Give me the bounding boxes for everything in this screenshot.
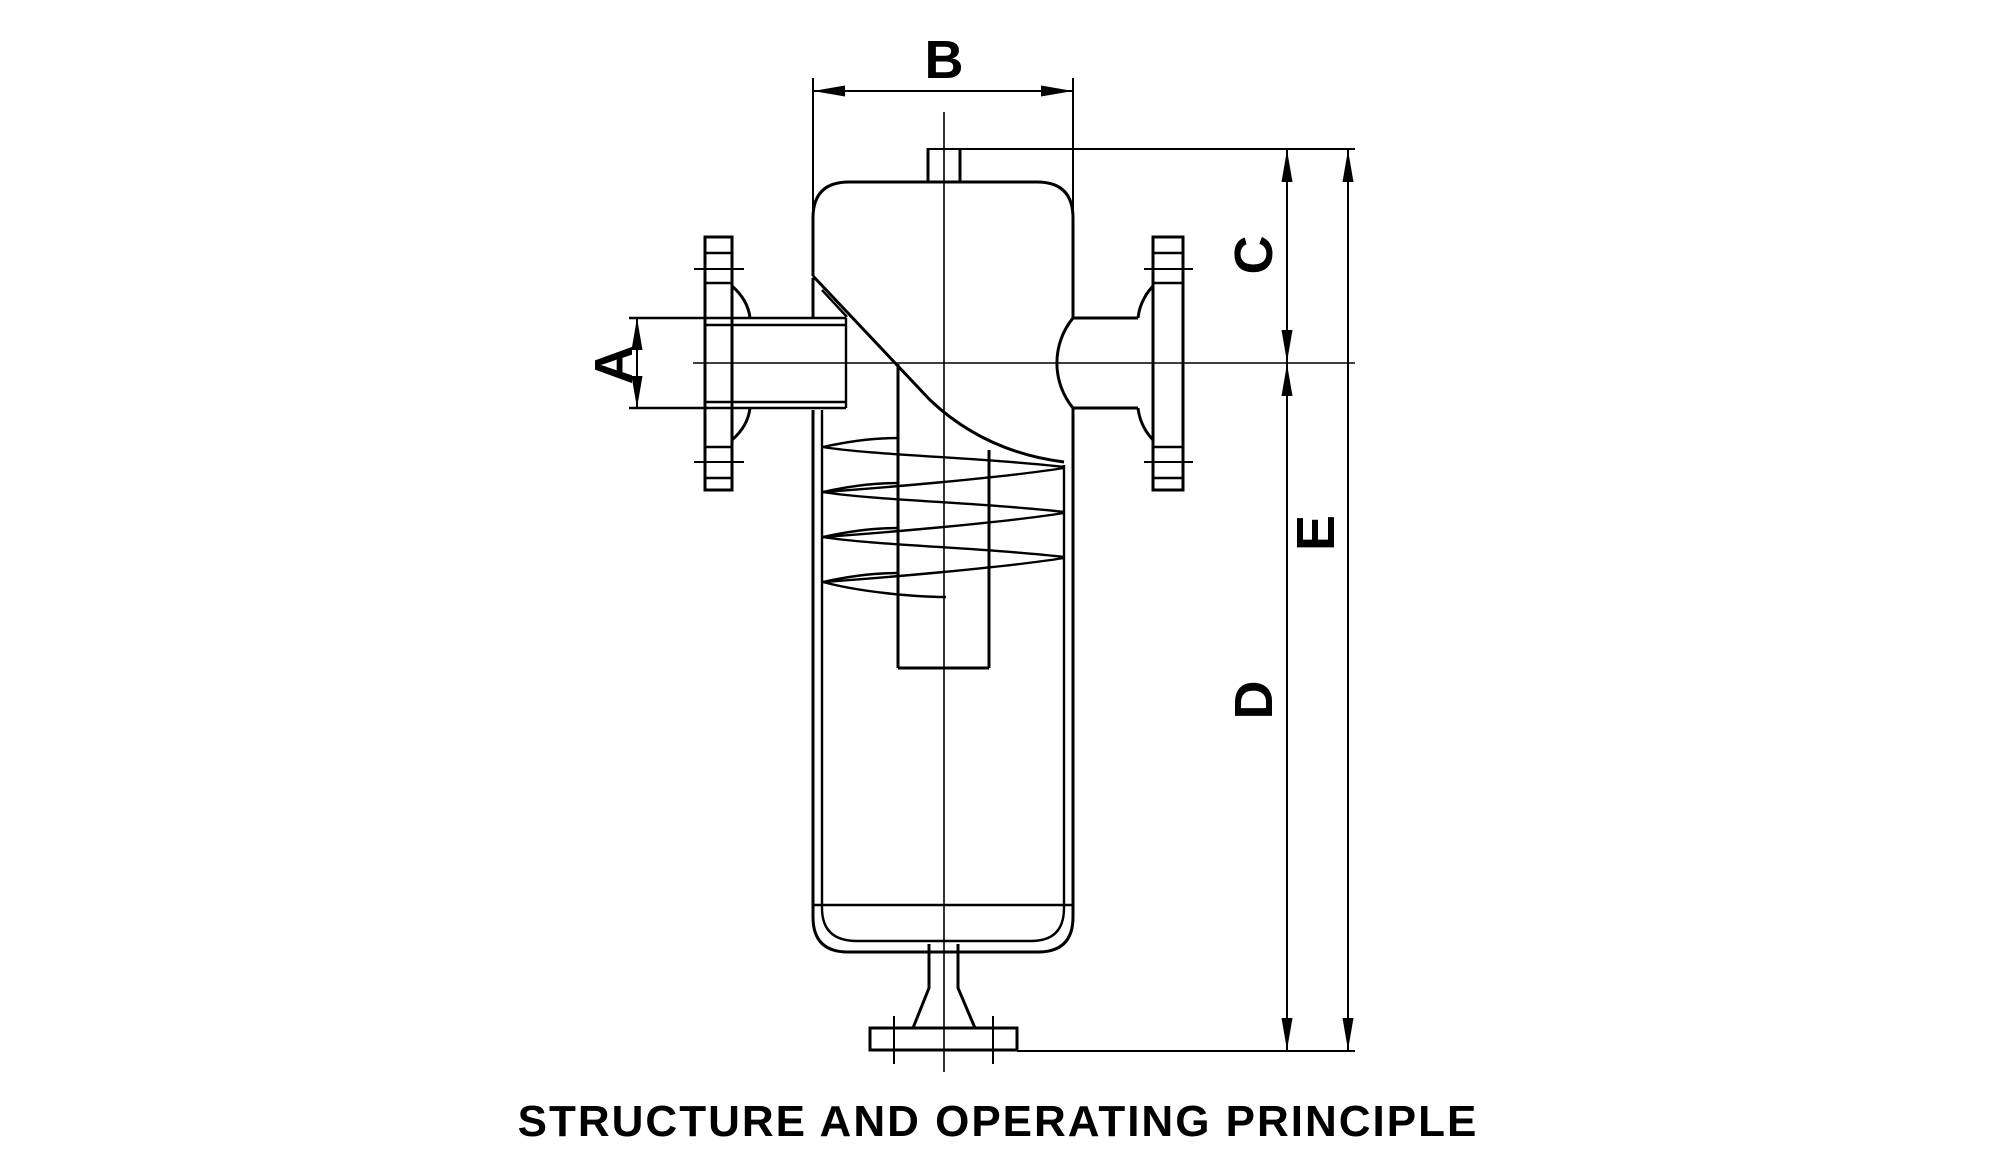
inlet-flange-bolt-lines [705, 251, 732, 480]
helix-vane [822, 436, 1065, 599]
d-arrow-down [1281, 1018, 1293, 1050]
internals [811, 274, 1065, 670]
inlet-nozzle-assembly [629, 235, 848, 492]
vessel-top-head [811, 180, 1075, 318]
e-arrow-up [1342, 150, 1354, 182]
outlet-flange-bolt-ticks [1144, 268, 1193, 463]
dimension-label-e: E [1286, 515, 1346, 551]
centerlines [693, 112, 1355, 1072]
drain-neck [911, 944, 977, 1029]
dimension-a: A [584, 318, 644, 408]
dimension-cde: C D E [928, 148, 1355, 1052]
dimension-label-a: A [584, 346, 644, 385]
foot-base-plate [868, 1026, 1019, 1052]
d-arrow-up [1281, 364, 1293, 396]
outlet-nozzle-assembly [1073, 235, 1193, 492]
foot-bolt-ticks [893, 1016, 994, 1064]
inlet-pipe-bore [706, 323, 846, 404]
helix-stub-4 [822, 571, 899, 584]
outlet-hub-fillets [1136, 284, 1155, 442]
drain-support-foot [868, 944, 1019, 1064]
helix-stub-1 [822, 436, 899, 449]
a-arrow-down [631, 376, 643, 408]
vortex-tube [896, 364, 991, 670]
c-arrow-up [1281, 150, 1293, 182]
b-arrow-right [1041, 85, 1073, 97]
vessel-lower-shell [811, 408, 1075, 954]
helix-back-3 [822, 556, 1065, 584]
inlet-flange-bolt-ticks [694, 268, 744, 463]
helix-back-2 [822, 511, 1065, 539]
outlet-shell-seam-arc [1055, 317, 1075, 409]
inlet-ramp-inner-edge [821, 289, 848, 318]
vessel-shell [811, 148, 1075, 954]
helix-stub-3 [822, 526, 899, 539]
vessel-inner-wall [820, 410, 1066, 943]
inlet-flange-disc [703, 235, 734, 492]
helix-stub-2 [822, 481, 899, 494]
helix-front-2 [822, 490, 1065, 514]
helix-front-3 [822, 535, 1065, 559]
e-arrow-down [1342, 1018, 1354, 1050]
dimension-label-d: D [1224, 681, 1284, 720]
helix-front-1 [822, 445, 1065, 469]
dimension-b: B [812, 30, 1074, 222]
inlet-pipe-od [629, 316, 846, 410]
outlet-flange-bolt-lines [1153, 251, 1183, 480]
helix-back-1 [822, 466, 1065, 494]
dimension-label-c: C [1224, 236, 1284, 275]
dimension-label-b: B [925, 30, 964, 90]
b-arrow-left [813, 85, 845, 97]
a-arrow-up [631, 318, 643, 350]
inlet-hub-fillets [731, 284, 752, 442]
c-arrow-down [1281, 330, 1293, 362]
outlet-pipe-od [1073, 316, 1138, 410]
inlet-ramp-vane [811, 274, 1065, 464]
outlet-flange-disc [1151, 235, 1185, 492]
helix-front-4 [822, 580, 947, 599]
top-nozzle [926, 148, 962, 182]
drawing-title: STRUCTURE AND OPERATING PRINCIPLE [518, 1097, 1479, 1146]
